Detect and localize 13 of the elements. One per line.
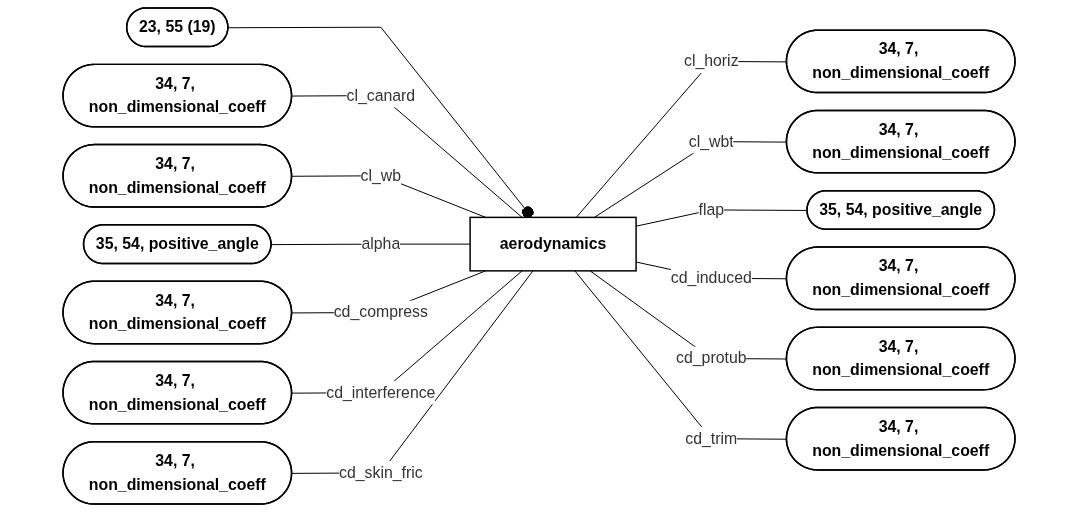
edge-label: flap [698, 201, 725, 218]
edge-label: cl_wbt [688, 132, 734, 150]
edge-label: cd_skin_fric [338, 463, 423, 481]
node-box: aerodynamics [469, 216, 637, 272]
edge-label: alpha [361, 235, 401, 253]
edge-label: cd_trim [685, 429, 738, 447]
edge-label: cd_protub [676, 349, 747, 367]
edge-label: cd_compress [333, 303, 428, 321]
edge-label: cl_horiz [683, 52, 739, 70]
edge-label: cl_canard [346, 86, 416, 104]
edge-label: cd_induced [670, 269, 752, 287]
edge-label: cl_wb [360, 166, 402, 184]
edge-label: cd_interference [326, 383, 436, 401]
